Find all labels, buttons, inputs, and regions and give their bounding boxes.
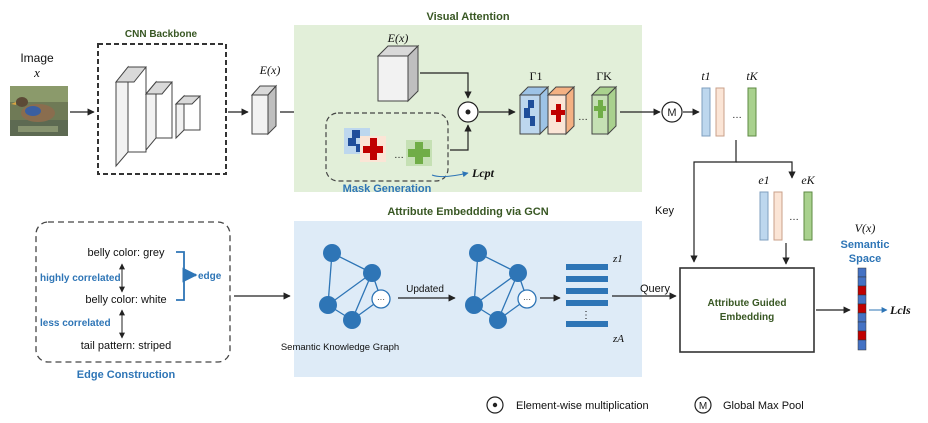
legend-pool-icon <box>694 396 712 414</box>
gamma-1-block <box>518 85 550 136</box>
za-label: zA <box>612 333 624 345</box>
gamma-ellipsis: … <box>578 112 588 123</box>
arrow-mask-to-mult <box>450 124 472 151</box>
image-label: Image <box>20 51 54 65</box>
ek-vector <box>803 191 813 241</box>
cnn-layer-2 <box>144 80 174 152</box>
mask-2 <box>360 136 386 162</box>
query-label: Query <box>640 283 670 295</box>
z-bar <box>566 321 608 327</box>
tk-label: tK <box>746 69 758 83</box>
less-correlated-label: less correlated <box>40 318 111 329</box>
graph2-node <box>489 311 507 329</box>
image-var: x <box>33 65 40 80</box>
cnn-backbone-title: CNN Backbone <box>125 29 198 40</box>
gamma-1-label: Γ1 <box>530 69 543 83</box>
graph1-ellipsis-node <box>371 289 391 309</box>
key-label: Key <box>655 205 674 217</box>
ex-top-label: E(x) <box>387 31 409 45</box>
gamma-k-label: ΓK <box>596 69 612 83</box>
feature-ex-top-block <box>376 44 420 103</box>
arrow-t-to-key <box>690 140 737 263</box>
z-bar <box>566 300 608 306</box>
semantic-vector <box>857 267 867 351</box>
cnn-backbone-box <box>97 43 227 175</box>
loss-cls: Lcls <box>889 303 911 317</box>
z-bar <box>566 276 608 282</box>
graph1-node <box>363 264 381 282</box>
input-image-group: Image x <box>10 51 68 136</box>
semantic-line1: Semantic <box>841 239 890 251</box>
input-image-thumbnail <box>10 86 68 136</box>
legend-mult-dot <box>492 402 498 408</box>
graph2-node <box>465 296 483 314</box>
knowledge-graph-2: ··· <box>465 244 537 329</box>
legend-pool-label: Global Max Pool <box>723 400 804 412</box>
arrow-t-to-e <box>736 161 796 179</box>
t1-vector <box>701 87 711 137</box>
attr-belly-white: belly color: white <box>85 294 166 306</box>
highly-correlated-label: highly correlated <box>40 273 121 284</box>
e2-vector <box>773 191 783 241</box>
updated-label: Updated <box>406 284 444 295</box>
elementwise-mult-dot <box>465 109 471 115</box>
global-max-pool-icon <box>661 101 683 123</box>
loss-cpt: Lcpt <box>471 166 495 180</box>
z1-label: z1 <box>612 253 623 265</box>
e1-vector <box>759 191 769 241</box>
edge-label: edge <box>198 271 222 282</box>
graph2-ellipsis-node <box>517 289 537 309</box>
z-bar <box>566 264 608 270</box>
z-ellipsis: ⋮ <box>581 310 591 321</box>
graph2-ellipsis-text: ··· <box>523 295 531 304</box>
arrow-to-lcpt <box>431 171 469 178</box>
edge-bracket <box>176 251 185 301</box>
mask-generation-box <box>325 112 449 182</box>
knowledge-graph-1: ··· <box>319 244 391 329</box>
gamma-k-block <box>590 85 618 136</box>
edge-construction-box <box>35 221 231 363</box>
attribute-guided-embedding-box <box>679 267 815 353</box>
graph1-ellipsis-text: ··· <box>377 295 385 304</box>
visual-attention-title: Visual Attention <box>426 11 509 23</box>
z-bar <box>566 288 608 294</box>
tk-vector <box>747 87 757 137</box>
feature-ex-block <box>250 84 278 136</box>
semantic-line2: Space <box>849 253 881 265</box>
t2-vector <box>715 87 725 137</box>
attr-tail-striped: tail pattern: striped <box>81 340 172 352</box>
graph1-node <box>319 296 337 314</box>
legend-mult-label: Element-wise multiplication <box>516 400 649 412</box>
cnn-layer-3 <box>174 94 202 140</box>
e-ellipsis: … <box>789 212 799 223</box>
gcn-title: Attribute Embeddding via GCN <box>387 206 548 218</box>
graph1-node <box>323 244 341 262</box>
mask-k <box>406 140 432 166</box>
knowledge-graph-label: Semantic Knowledge Graph <box>281 342 399 353</box>
legend-pool-symbol: M <box>699 401 707 412</box>
mask-generation-title: Mask Generation <box>343 183 432 195</box>
edge-construction-title: Edge Construction <box>77 369 176 381</box>
graph2-node <box>509 264 527 282</box>
e1-label: e1 <box>758 173 769 187</box>
t1-label: t1 <box>701 69 710 83</box>
age-line1: Attribute Guided <box>708 298 787 309</box>
ek-label: eK <box>801 173 815 187</box>
ex-left-label: E(x) <box>259 63 281 77</box>
cnn-layer-1 <box>114 65 148 168</box>
graph1-node <box>343 311 361 329</box>
gamma-2-block <box>546 85 576 136</box>
graph2-node <box>469 244 487 262</box>
vx-label: V(x) <box>855 221 876 235</box>
global-max-pool-symbol: M <box>667 107 676 119</box>
age-line2: Embedding <box>720 312 774 323</box>
mask-ellipsis: … <box>394 150 404 161</box>
attr-belly-grey: belly color: grey <box>87 247 165 259</box>
t-ellipsis: … <box>732 110 742 121</box>
arrow-top-to-mult <box>420 72 472 99</box>
